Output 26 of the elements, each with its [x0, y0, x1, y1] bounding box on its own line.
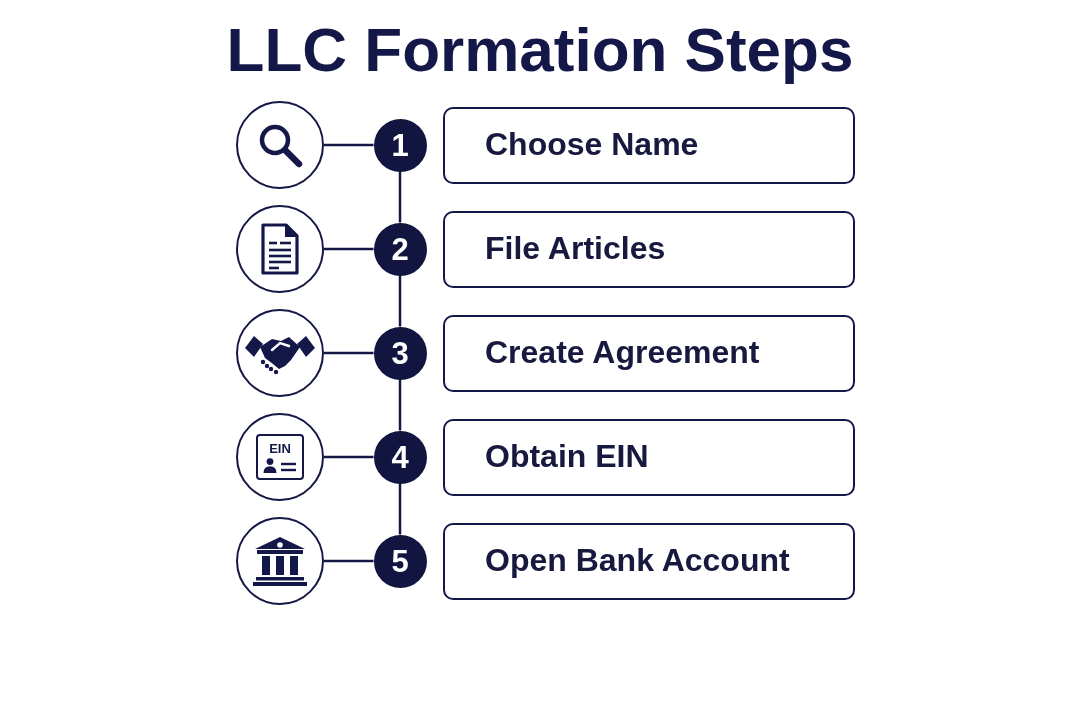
step-label: Obtain EIN: [485, 439, 649, 475]
step-card: [443, 106, 855, 184]
step-card: [443, 522, 855, 600]
step-card: [443, 418, 855, 496]
step-number: 4: [391, 441, 409, 473]
step-label: Create Agreement: [485, 335, 760, 371]
step-number: 2: [391, 233, 409, 265]
step-number: 1: [391, 129, 409, 161]
title: LLC Formation Steps: [226, 14, 854, 86]
step-number: 5: [391, 545, 409, 577]
connector-line: [324, 455, 374, 459]
step-label: Open Bank Account: [485, 543, 790, 579]
connector-line: [324, 143, 374, 147]
step-card: [443, 314, 855, 392]
connector-line: [324, 559, 374, 563]
step-card: [443, 210, 855, 288]
step-label: Choose Name: [485, 127, 699, 163]
step-number: 3: [391, 337, 409, 369]
card-label: EIN: [269, 441, 291, 455]
connector-line: [398, 171, 402, 223]
connector-line: [398, 275, 402, 327]
connector-line: [324, 351, 374, 355]
connector-line: [398, 379, 402, 431]
connector-line: [398, 483, 402, 535]
step-label: File Articles: [485, 231, 666, 267]
connector-line: [324, 247, 374, 251]
